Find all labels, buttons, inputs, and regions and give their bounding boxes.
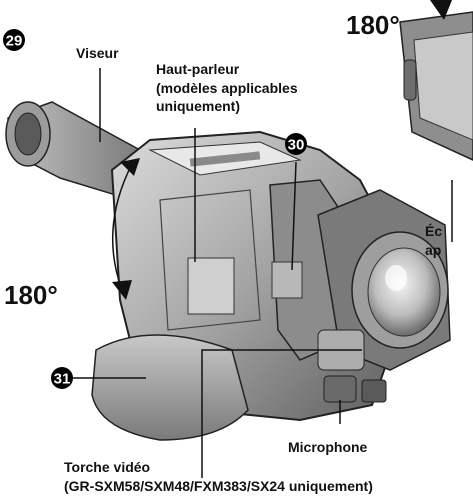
- label-video-light-line2: (GR-SXM58/SXM48/FXM383/SX24 uniquement): [64, 478, 373, 494]
- rotation-arrow-left: [111, 158, 140, 300]
- svg-text:30: 30: [288, 137, 305, 154]
- viewfinder-tube: [5, 101, 141, 201]
- label-lcd-line1: Éc: [425, 223, 442, 239]
- label-speaker-line2: (modèles applicables: [156, 80, 298, 96]
- camcorder-body: [5, 101, 451, 441]
- svg-text:31: 31: [54, 371, 71, 388]
- leader-lines: [72, 68, 453, 478]
- label-video-light-line1: Torche vidéo: [64, 459, 150, 475]
- label-lcd-line2: ap: [425, 242, 441, 258]
- badge-29: 29: [3, 29, 25, 51]
- label-microphone: Microphone: [288, 439, 368, 455]
- grip-strap: [91, 334, 249, 441]
- label-rotation-top: 180°: [346, 10, 400, 40]
- label-speaker-line1: Haut-parleur: [156, 61, 240, 77]
- label-speaker-line3: uniquement): [156, 98, 240, 114]
- badge-31: 31: [51, 367, 73, 389]
- lcd-panel: [399, 0, 473, 161]
- lens: [317, 189, 451, 371]
- badge-30: 30: [285, 133, 307, 155]
- label-viewfinder: Viseur: [76, 45, 119, 61]
- label-rotation-left: 180°: [4, 280, 58, 310]
- svg-text:29: 29: [6, 33, 23, 50]
